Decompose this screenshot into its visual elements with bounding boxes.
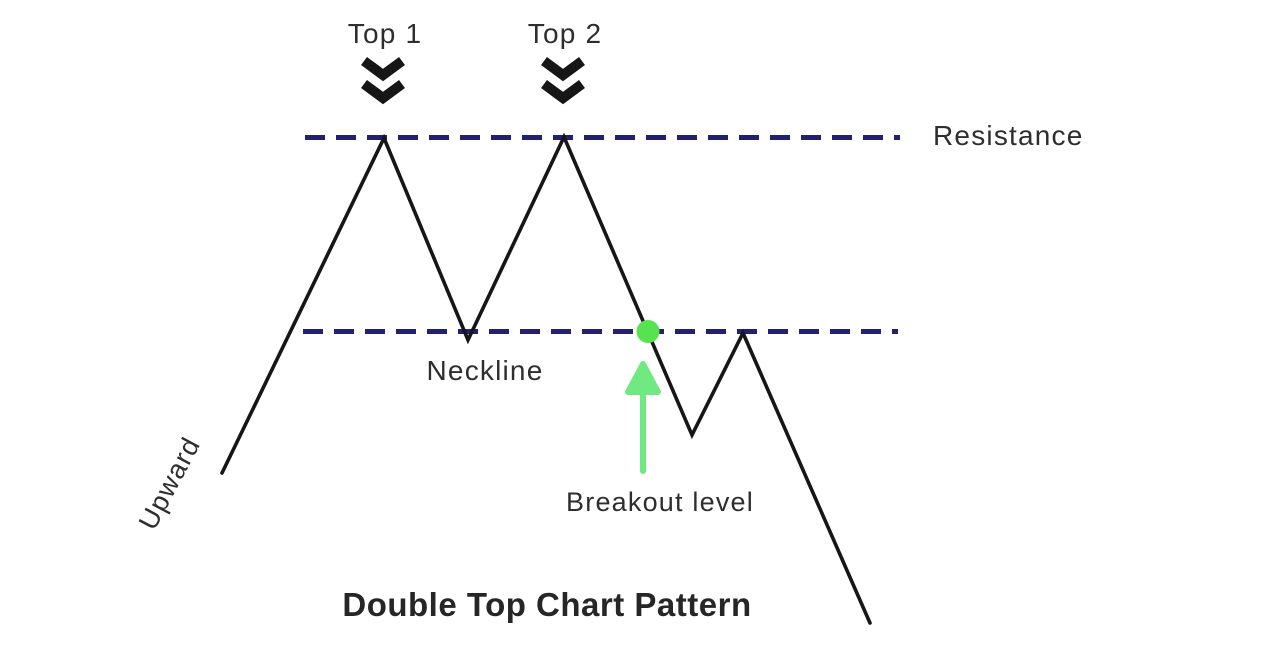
diagram-title: Double Top Chart Pattern [342,586,752,623]
breakout-dot [636,320,660,343]
top1-label: Top 1 [347,18,423,49]
double-chevron-down-icon [361,56,405,105]
price-line [220,132,872,625]
neckline-label: Neckline [426,355,544,386]
breakout-level-label: Breakout level [566,487,754,517]
top2-label: Top 2 [527,18,603,49]
up-arrow-icon [625,361,661,474]
resistance-label: Resistance [933,120,1084,151]
double-chevron-down-icon [541,56,585,105]
